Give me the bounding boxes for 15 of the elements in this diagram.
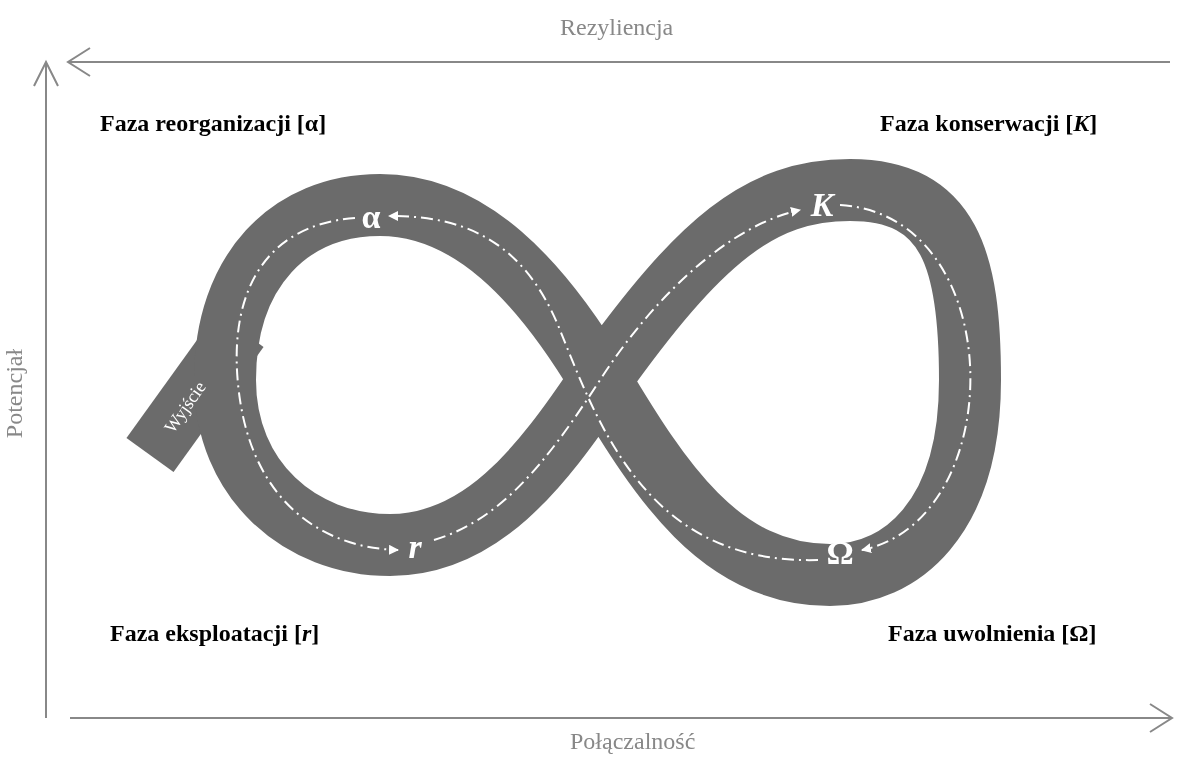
phase-symbol: Ω — [820, 536, 860, 574]
phase-label: Faza konserwacji [K] — [880, 110, 1098, 137]
axis-label: Połączalność — [570, 728, 696, 755]
cycle-arrow — [433, 207, 801, 541]
phase-symbol: α — [355, 200, 387, 236]
phase-symbol: r — [400, 530, 430, 570]
axis-label: Potencjał — [1, 348, 29, 439]
phase-symbol: K — [806, 188, 838, 222]
cycle-arrow — [388, 211, 819, 561]
phase-label: Faza reorganizacji [α] — [100, 110, 327, 137]
cycle-arrow — [839, 204, 972, 552]
phase-label: Faza eksploatacji [r] — [110, 620, 320, 647]
axis-label: Rezyliencja — [560, 14, 674, 41]
cycle-arrow — [235, 217, 399, 555]
phase-label: Faza uwolnienia [Ω] — [888, 620, 1097, 647]
